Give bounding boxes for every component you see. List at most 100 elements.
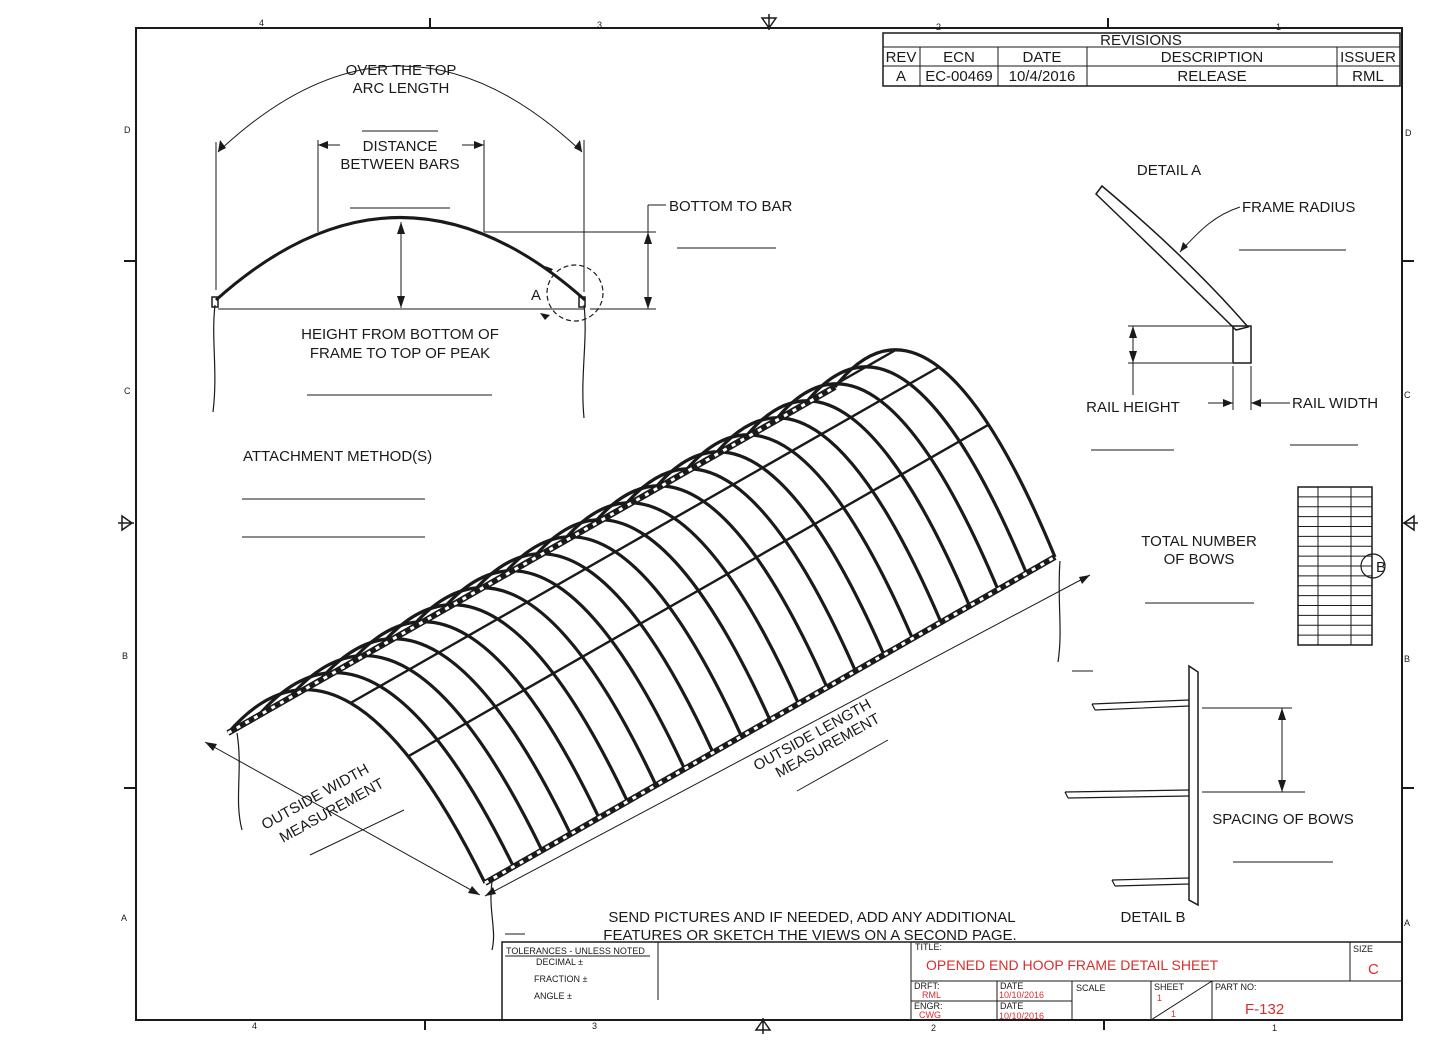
date-header: DATE [1023,49,1062,66]
zone-right-c: C [1404,390,1411,400]
title-block: TOLERANCES - UNLESS NOTED DECIMAL ± FRAC… [501,941,1403,1021]
total-bows-label-2: OF BOWS [1164,551,1235,568]
purlin-bar [407,423,990,758]
hoop-bow [742,399,971,607]
sheet-number: 1 [1157,993,1162,1003]
detail-a-title: DETAIL A [1137,162,1201,179]
note-line-1: SEND PICTURES AND IF NEEDED, ADD ANY ADD… [608,909,1015,926]
zone-top-2: 2 [936,22,941,32]
revisions-table: REVISIONS REV ECN DATE DESCRIPTION ISSUE… [882,32,1401,87]
fraction-label: FRACTION ± [534,974,587,984]
detail-b-view: SPACING OF BOWS DETAIL B [1064,664,1354,926]
rev-value: A [896,68,906,85]
distance-label-2: BETWEEN BARS [340,156,459,173]
hoop-bow [590,484,829,689]
engr-date-label: DATE [1000,1001,1023,1011]
engr-label: ENGR: [914,1001,943,1011]
scale-label: SCALE [1076,983,1106,993]
base-rail-holes [227,385,836,735]
title-label: TITLE: [915,942,942,952]
hoop-bow [712,416,943,623]
zone-top-1: 1 [1276,22,1281,32]
detail-a-view: DETAIL A FRAME RADIUS RAIL HEIGHT RAIL W… [1086,162,1378,451]
isometric-frame-view [226,348,1057,886]
description-value: RELEASE [1177,68,1246,85]
arc-length-dimension [217,65,583,153]
zone-left-c: C [124,386,131,396]
angle-label: ANGLE ± [534,991,572,1001]
rail-width-label: RAIL WIDTH [1292,395,1378,412]
zone-top-3: 3 [597,20,602,30]
detail-b-title: DETAIL B [1120,909,1185,926]
zone-right-a: A [1404,918,1410,928]
zone-bottom-4: 4 [252,1021,257,1031]
hoop-bow [408,586,658,786]
bottom-to-bar-label: BOTTOM TO BAR [669,198,793,215]
zone-bottom-3: 3 [592,1021,597,1031]
drft-date: 10/10/2016 [999,990,1044,1000]
arc-length-label-1: OVER THE TOP [346,62,457,79]
hoop-bow [803,365,1028,574]
rev-header: REV [886,49,917,66]
size-label: SIZE [1353,944,1373,954]
decimal-label: DECIMAL ± [536,957,583,967]
zone-ticks [124,18,1414,1030]
note-line-2: FEATURES OR SKETCH THE VIEWS ON A SECOND… [603,927,1016,944]
front-view: OVER THE TOP ARC LENGTH DISTANCE BETWEEN… [211,62,793,419]
drawing-title: OPENED END HOOP FRAME DETAIL SHEET [926,957,1219,973]
zone-right-b: B [1404,654,1410,664]
issuer-header: ISSUER [1340,49,1396,66]
hoop-bow [682,433,914,640]
hoop-bow [530,518,772,721]
attachment-label: ATTACHMENT METHOD(S) [243,448,432,465]
revisions-title: REVISIONS [1100,32,1182,49]
hoop-bow [773,382,1000,591]
zone-top-4: 4 [259,18,264,28]
frame-arc [214,216,586,302]
part-number: F-132 [1245,1001,1284,1018]
drft-value: RML [922,990,941,1000]
hoop-bow [621,467,857,672]
height-label-2: FRAME TO TOP OF PEAK [310,345,490,362]
detail-a-callout-circle [546,264,604,322]
hoop-bow [833,348,1057,558]
bows-plan-view: B TOTAL NUMBER OF BOWS [1141,486,1386,646]
detail-b-callout-circle [1360,553,1386,579]
zone-left-b: B [122,651,128,661]
spacing-of-bows-label: SPACING OF BOWS [1212,811,1353,828]
height-label-1: HEIGHT FROM BOTTOM OF [301,326,499,343]
sheet-total: 1 [1171,1009,1176,1019]
zone-right-d: D [1405,128,1412,138]
base-rail [483,554,1057,886]
tolerances-label: TOLERANCES - UNLESS NOTED [506,946,645,956]
total-bows-label-1: TOTAL NUMBER [1141,533,1257,550]
zone-bottom-1: 1 [1272,1023,1277,1033]
sheet-label: SHEET [1154,982,1185,992]
rail-height-label: RAIL HEIGHT [1086,399,1180,416]
hoop-bow [560,501,800,705]
size-value: C [1368,961,1379,978]
date-value: 10/4/2016 [1009,68,1076,85]
issuer-value: RML [1352,68,1384,85]
part-no-label: PART NO: [1215,982,1257,992]
attachment-section: ATTACHMENT METHOD(S) [242,448,432,538]
ecn-value: EC-00469 [925,68,993,85]
detail-a-callout-letter: A [531,287,541,304]
distance-label-1: DISTANCE [363,138,438,155]
zone-left-a: A [121,913,127,923]
frame-radius-label: FRAME RADIUS [1242,199,1355,216]
hoop-bow [226,688,487,884]
drft-date-label: DATE [1000,981,1023,991]
description-header: DESCRIPTION [1161,49,1264,66]
hoop-bow [651,450,886,656]
sheet-border [135,27,1403,1021]
drft-label: DRFT: [914,981,940,991]
zone-left-d: D [124,125,131,135]
arc-length-label-2: ARC LENGTH [353,80,450,97]
engr-date: 10/10/2016 [999,1011,1044,1021]
zone-bottom-2: 2 [931,1023,936,1033]
detail-b-callout-letter: B [1376,559,1386,576]
centering-marks [118,14,1418,1034]
